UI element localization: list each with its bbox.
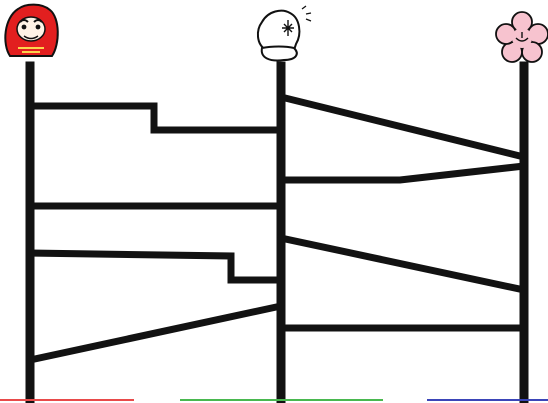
ladder-rung[interactable] (30, 306, 281, 360)
ladder-rung[interactable] (30, 106, 281, 130)
ladder-rung[interactable] (281, 238, 524, 290)
ladder-rung[interactable] (281, 166, 524, 180)
plum-blossom-icon[interactable] (496, 12, 548, 62)
daruma-icon[interactable] (5, 5, 57, 56)
ladder-rung[interactable] (281, 97, 524, 157)
monk-head-icon[interactable] (258, 6, 311, 61)
ladder-rung[interactable] (30, 253, 281, 280)
ladder (30, 66, 524, 403)
